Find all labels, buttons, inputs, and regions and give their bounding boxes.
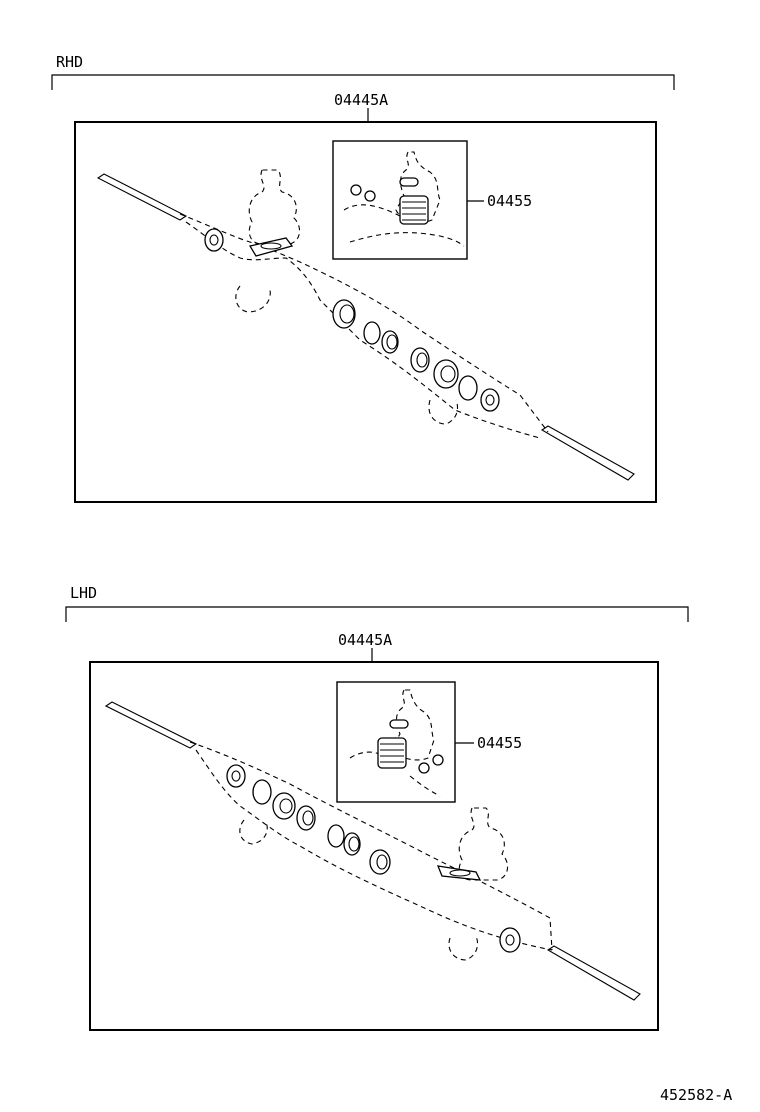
lhd-kit-nut-1 bbox=[418, 762, 430, 774]
rhd-assembly-code: 04445A bbox=[334, 91, 388, 109]
rhd-seal-1 bbox=[332, 299, 356, 329]
lhd-kit-code: 04455 bbox=[477, 734, 522, 752]
rhd-seal-2 bbox=[410, 347, 430, 373]
lhd-o-ring-1 bbox=[252, 779, 272, 805]
lhd-assembly-code: 04445A bbox=[338, 631, 392, 649]
rhd-rack-components bbox=[204, 228, 500, 412]
rhd-bearing bbox=[433, 359, 459, 389]
rhd-gasket bbox=[248, 237, 294, 257]
lhd-bracket bbox=[65, 606, 689, 622]
lhd-steering-rack bbox=[104, 701, 641, 1001]
rhd-kit-ring bbox=[399, 177, 419, 187]
lhd-bushing bbox=[226, 764, 246, 788]
rhd-assembly-frame bbox=[74, 121, 657, 503]
lhd-seal-1 bbox=[296, 805, 316, 831]
rhd-o-ring-3 bbox=[458, 375, 478, 401]
rhd-o-ring-2 bbox=[381, 330, 399, 354]
rhd-end-seal bbox=[480, 388, 500, 412]
lhd-bearing bbox=[272, 792, 296, 820]
lhd-assembly-frame bbox=[89, 661, 659, 1031]
lhd-rack-components bbox=[226, 764, 521, 953]
rhd-steering-rack bbox=[96, 169, 635, 481]
figure-code: 452582-A bbox=[660, 1086, 732, 1104]
lhd-end-seal bbox=[499, 927, 521, 953]
lhd-kit-parts bbox=[349, 689, 444, 797]
rhd-rack-right-end bbox=[540, 425, 635, 481]
rhd-kit-nut-2 bbox=[364, 190, 376, 202]
lhd-kit-nut-2 bbox=[432, 754, 444, 766]
rhd-bracket bbox=[51, 74, 675, 90]
lhd-o-ring-3 bbox=[343, 832, 361, 856]
lhd-o-ring-2 bbox=[327, 824, 345, 848]
rhd-kit-code: 04455 bbox=[487, 192, 532, 210]
rhd-section: RHD 04445A bbox=[51, 53, 675, 503]
rhd-o-ring-1 bbox=[363, 321, 381, 345]
lhd-rack-right-end bbox=[546, 945, 641, 1001]
lhd-section: LHD 04445A bbox=[65, 584, 689, 1031]
lhd-rack-left-end bbox=[104, 701, 198, 749]
lhd-pinion-housing bbox=[458, 807, 509, 881]
rhd-kit-parts bbox=[343, 151, 465, 247]
region-label-rhd: RHD bbox=[56, 53, 83, 71]
lhd-kit-ring bbox=[389, 719, 409, 729]
rhd-rack-left-end bbox=[96, 173, 188, 221]
rhd-pinion-housing bbox=[248, 169, 301, 245]
rhd-bushing bbox=[204, 228, 224, 252]
lhd-kit-frame bbox=[336, 681, 456, 803]
rhd-kit-spring bbox=[399, 195, 429, 225]
lhd-kit-spring bbox=[377, 737, 407, 769]
rhd-kit-frame bbox=[332, 140, 468, 260]
region-label-lhd: LHD bbox=[70, 584, 97, 602]
rhd-kit-nut-1 bbox=[350, 184, 362, 196]
